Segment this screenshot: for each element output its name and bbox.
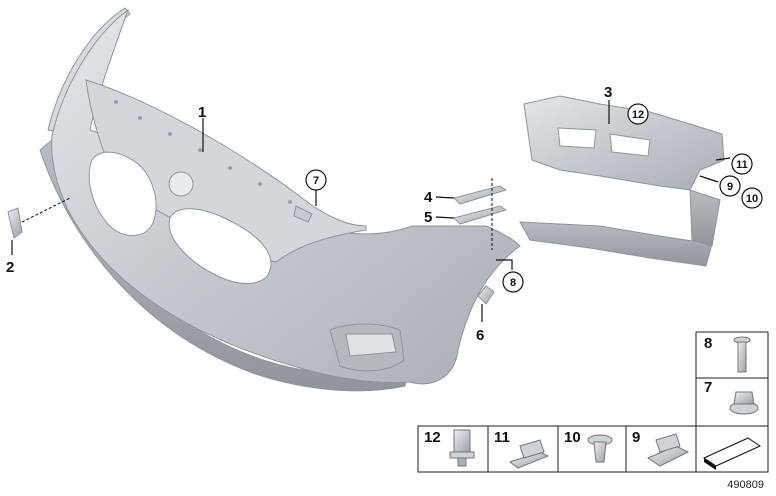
callout-6: 6 (476, 327, 484, 344)
part-2-cover (7, 207, 23, 239)
legend-10-label: 10 (564, 429, 581, 446)
legend-9-label: 9 (632, 429, 640, 446)
nut-washer-icon (729, 391, 759, 415)
callout-12: 12 (632, 109, 644, 121)
part-5-bracket (453, 205, 508, 225)
screw-icon (733, 336, 751, 373)
callout-3: 3 (604, 84, 612, 101)
callout-labels: 1 2 3 4 5 6 7 8 12 11 9 10 (6, 84, 763, 344)
legend-12-label: 12 (424, 429, 441, 446)
expanding-rivet-icon (449, 429, 475, 467)
callout-1: 1 (198, 104, 206, 121)
callout-11: 11 (736, 159, 748, 171)
legend-right-column: 8 7 (695, 331, 769, 473)
callout-8: 8 (510, 277, 516, 289)
callout-10: 10 (746, 193, 758, 205)
plastic-nut-icon (587, 434, 613, 463)
callout-5: 5 (424, 209, 432, 226)
callout-9-circle (719, 175, 741, 197)
sheet-nut-icon (646, 433, 690, 467)
callout-2: 2 (6, 259, 14, 276)
part-3-carrier (519, 95, 725, 267)
part-4-bracket (453, 185, 508, 205)
callout-11-circle (731, 153, 753, 175)
callout-12-circle (627, 103, 649, 125)
callout-10-circle (741, 187, 763, 209)
document-id: 490809 (727, 479, 764, 491)
callout-7: 7 (313, 175, 319, 187)
legend-7-label: 7 (704, 379, 712, 396)
legend-8-label: 8 (704, 335, 712, 352)
arrow-block-icon (702, 437, 762, 470)
legend-11-label: 11 (494, 429, 510, 446)
bumper-trim-panel (39, 7, 521, 392)
spring-clip-icon (508, 439, 550, 469)
callout-7-circle (305, 169, 327, 191)
leader-lines (11, 100, 731, 322)
callout-4: 4 (424, 189, 433, 206)
callout-8-circle (502, 271, 524, 293)
callout-9: 9 (727, 181, 733, 193)
part-6-clip (477, 285, 495, 305)
legend-bottom-row: 12 11 10 9 (417, 425, 697, 473)
